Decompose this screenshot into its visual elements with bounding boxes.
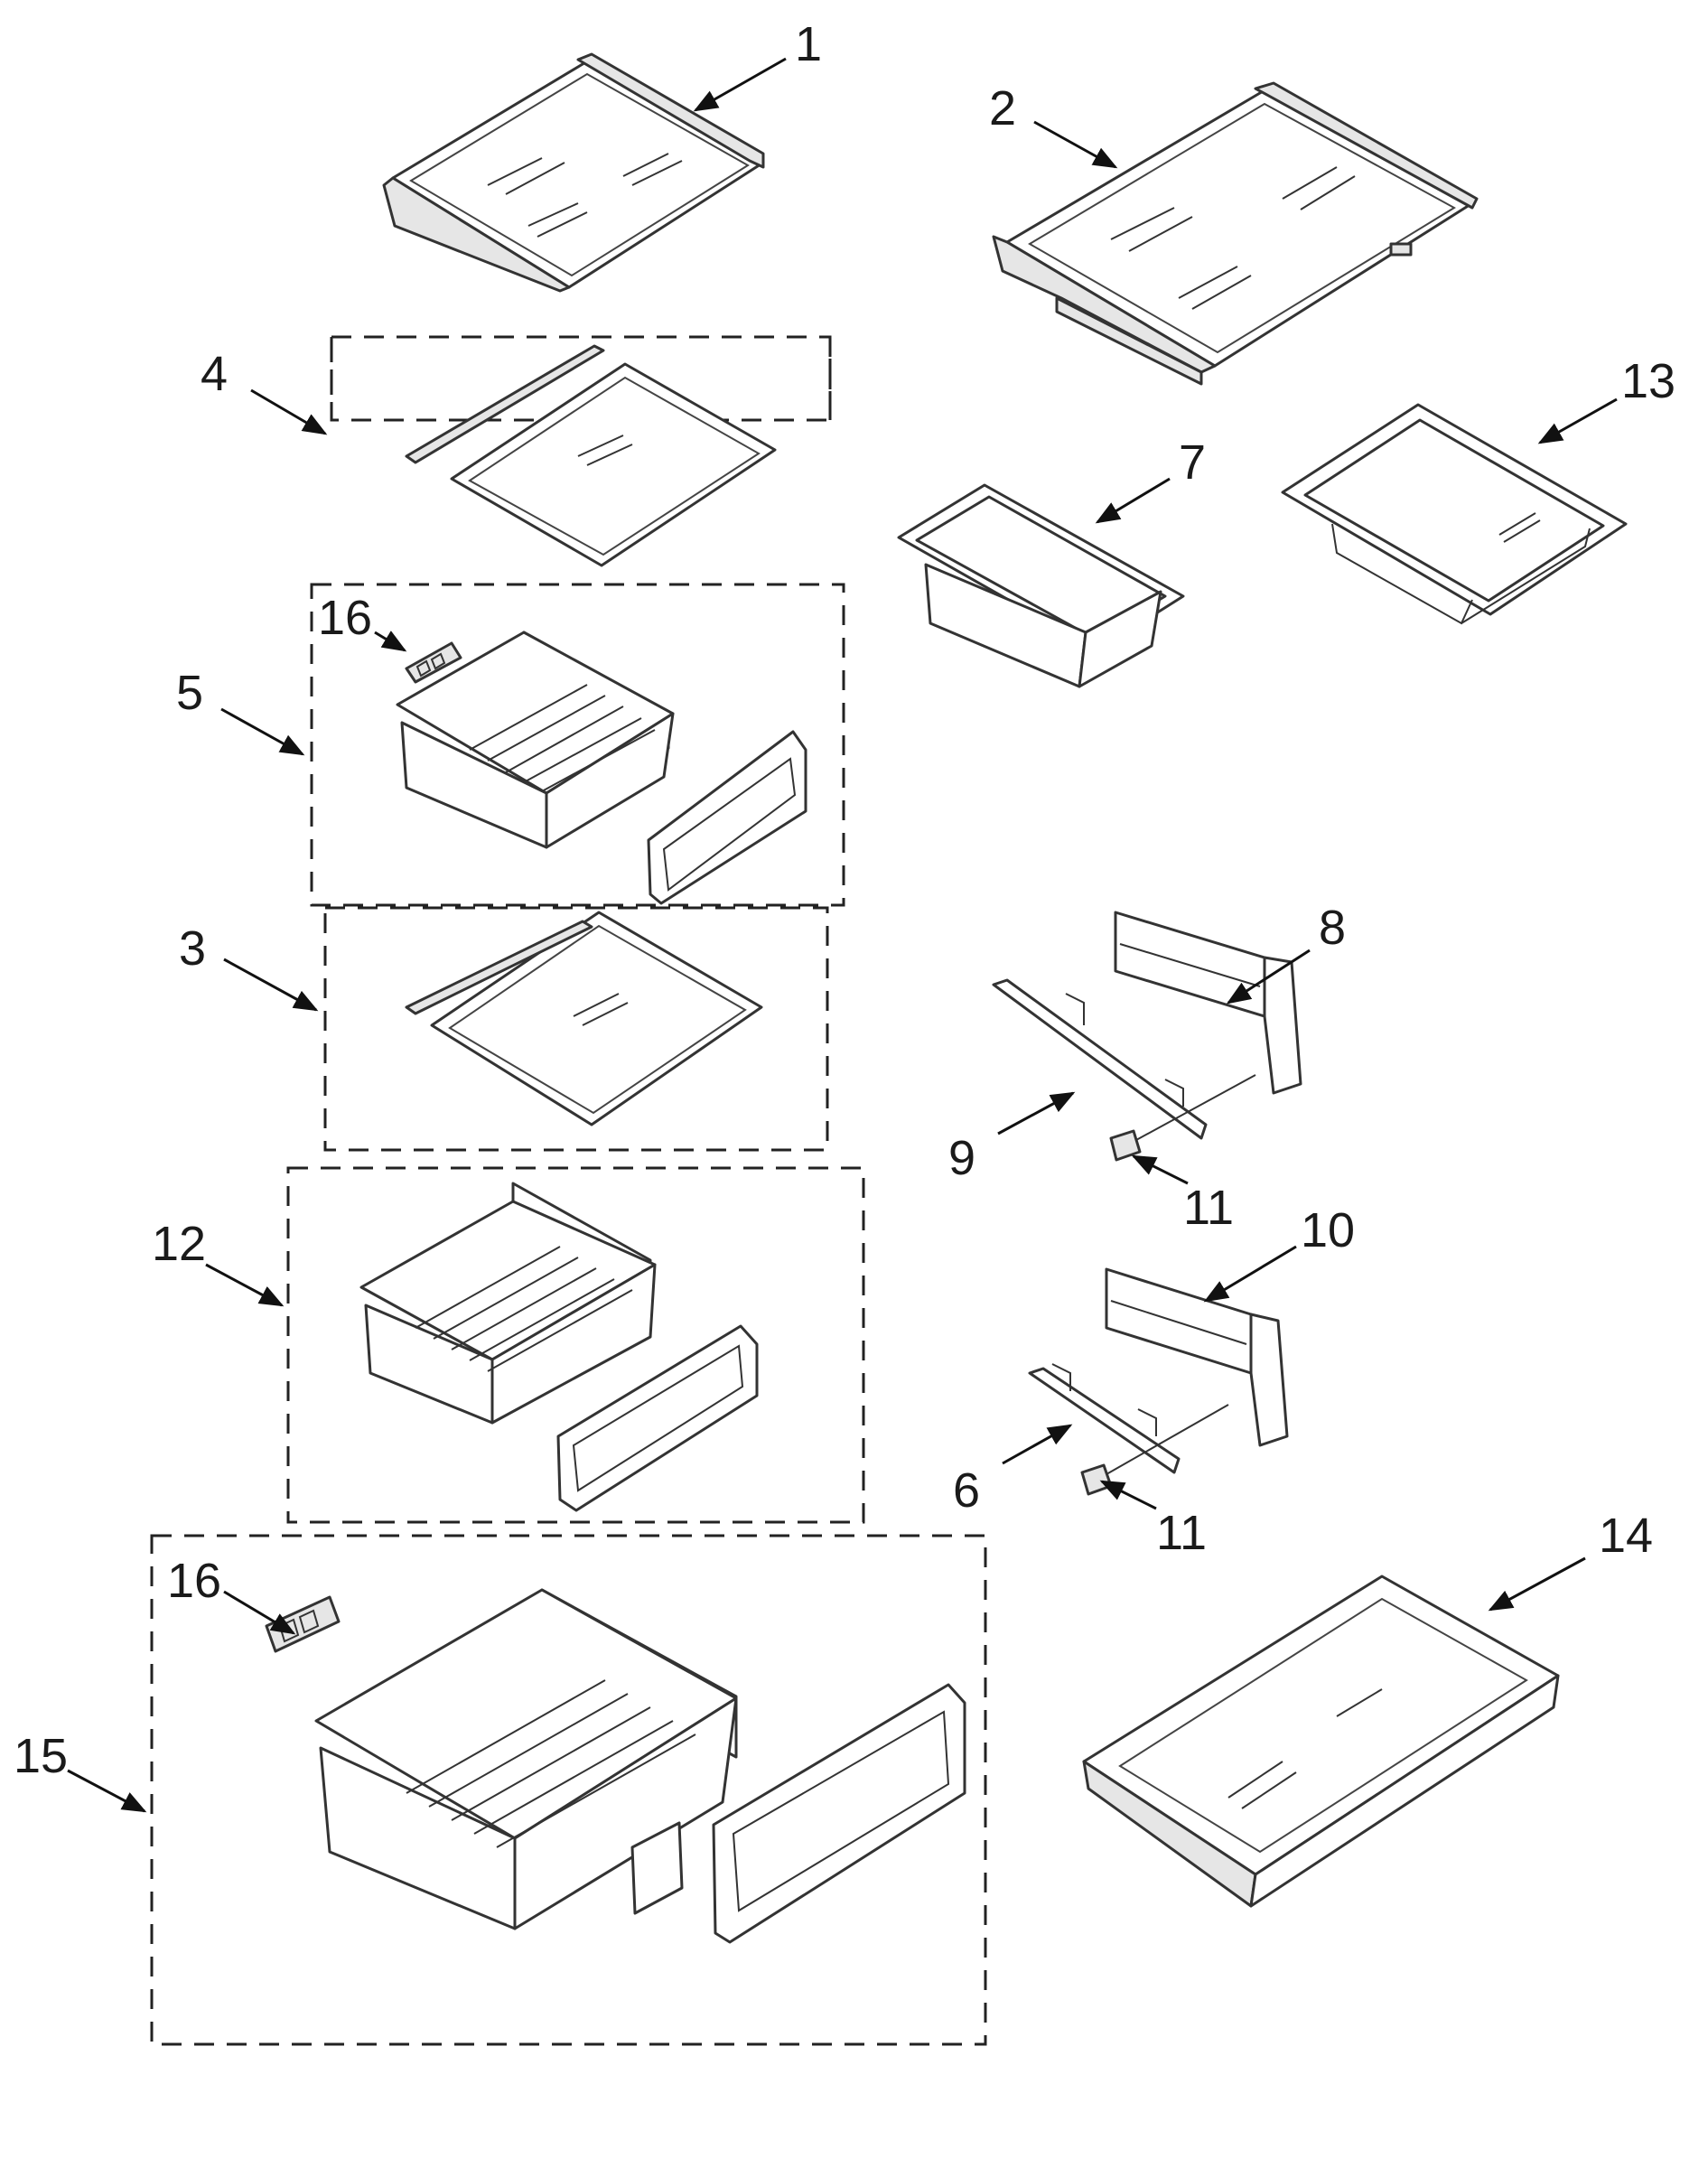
part-8-cover <box>1114 911 1302 1095</box>
callout-11-lower: 11 <box>1156 1506 1207 1560</box>
part-14-glass-tray <box>1082 1575 1560 1908</box>
group-box-5 <box>310 583 845 907</box>
group-box-12 <box>286 1166 865 1524</box>
part-12-crisper <box>359 1182 759 1512</box>
callout-2: 2 <box>989 81 1016 136</box>
callout-7: 7 <box>1179 435 1206 490</box>
part-13-tray <box>1281 403 1628 625</box>
callout-15: 15 <box>14 1729 68 1783</box>
part-5-crisper <box>396 631 807 905</box>
part-15-large-crisper <box>314 1588 966 1944</box>
part-1-glass-shelf <box>382 52 765 293</box>
callout-6: 6 <box>953 1463 980 1518</box>
callout-8: 8 <box>1319 901 1346 955</box>
callout-13: 13 <box>1621 354 1675 408</box>
callout-11-upper: 11 <box>1183 1181 1234 1235</box>
callout-16-lower: 16 <box>167 1554 221 1608</box>
group-box-4-sides <box>330 337 832 420</box>
callout-14: 14 <box>1599 1509 1653 1563</box>
callout-3: 3 <box>179 921 206 976</box>
part-10-cover <box>1105 1267 1289 1447</box>
group-box-15 <box>150 1534 987 2046</box>
part-7-small-bin <box>897 483 1185 688</box>
part-6-rail <box>1028 1363 1181 1474</box>
callout-5: 5 <box>176 666 203 720</box>
callout-16-upper: 16 <box>318 591 372 645</box>
part-11-screw-upper <box>1109 1074 1256 1162</box>
part-3-glass-shelf <box>405 911 763 1126</box>
callout-10: 10 <box>1301 1203 1355 1257</box>
part-4-glass-shelf <box>405 344 777 567</box>
callout-4: 4 <box>201 347 228 401</box>
part-16-filter-upper <box>405 641 462 684</box>
callout-12: 12 <box>152 1217 206 1271</box>
callout-1: 1 <box>795 17 822 71</box>
callout-9: 9 <box>948 1131 975 1185</box>
leader-lines <box>67 57 1618 1813</box>
part-2-slide-shelf <box>992 81 1479 386</box>
group-box-3 <box>323 906 829 1152</box>
part-9-rail <box>992 978 1208 1140</box>
